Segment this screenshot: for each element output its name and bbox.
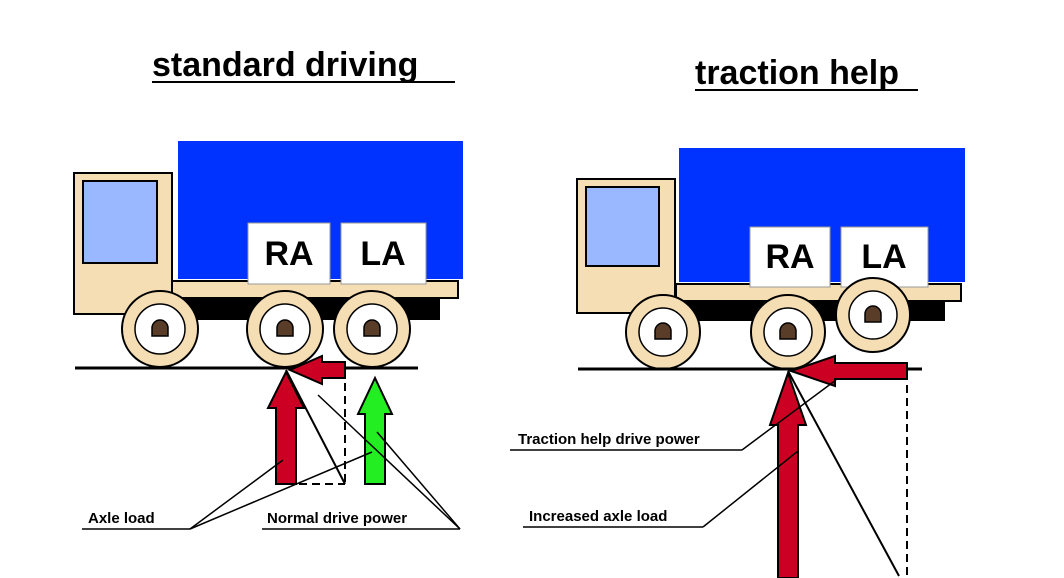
- front-wheel: [625, 294, 701, 370]
- rear-wheel: [750, 294, 826, 370]
- callout-leader: [189, 459, 284, 530]
- axle-load-arrow: [266, 369, 306, 485]
- cab-window: [585, 186, 660, 267]
- resultant-force-line: [787, 370, 900, 577]
- rear-axle-label-box: [749, 226, 831, 288]
- callout-leader: [741, 379, 837, 451]
- panel-standard-driving: standard driving RA LA: [73, 46, 463, 530]
- panel-title: traction help: [695, 54, 899, 92]
- truck: RA LA: [73, 141, 463, 368]
- callout-normal-drive-power: Normal drive power: [267, 510, 407, 527]
- panel-traction-help: traction help RA LA: [510, 54, 965, 578]
- lift-axle-label-box: [840, 226, 929, 288]
- front-wheel: [121, 290, 199, 368]
- increased-axle-load-arrow: [768, 369, 808, 578]
- lift-wheel-raised: [835, 277, 911, 353]
- rear-axle-label-box: [247, 222, 331, 285]
- callout-increased-axle-load: Increased axle load: [529, 508, 667, 525]
- callout-traction-help-drive-power: Traction help drive power: [518, 431, 700, 448]
- callout-leader: [317, 394, 461, 530]
- lift-axle-label-box: [340, 222, 427, 285]
- rear-wheel: [246, 290, 324, 368]
- truck: RA LA: [576, 148, 965, 370]
- rear-axle-label: RA: [264, 235, 313, 273]
- traction-help-drive-arrow: [787, 354, 908, 388]
- panel-title: standard driving: [152, 46, 418, 84]
- callout-leader: [376, 431, 461, 530]
- callout-axle-load: Axle load: [88, 510, 155, 527]
- cab-window: [82, 180, 158, 264]
- callout-leader: [189, 451, 373, 530]
- rear-axle-label: RA: [765, 238, 814, 276]
- lift-axle-label: LA: [861, 238, 906, 276]
- resultant-force-line: [285, 369, 346, 485]
- lift-wheel: [333, 290, 411, 368]
- normal-drive-arrow: [356, 375, 394, 485]
- lift-axle-label: LA: [360, 235, 405, 273]
- callout-leader: [702, 450, 799, 528]
- drive-force-arrow: [287, 354, 346, 386]
